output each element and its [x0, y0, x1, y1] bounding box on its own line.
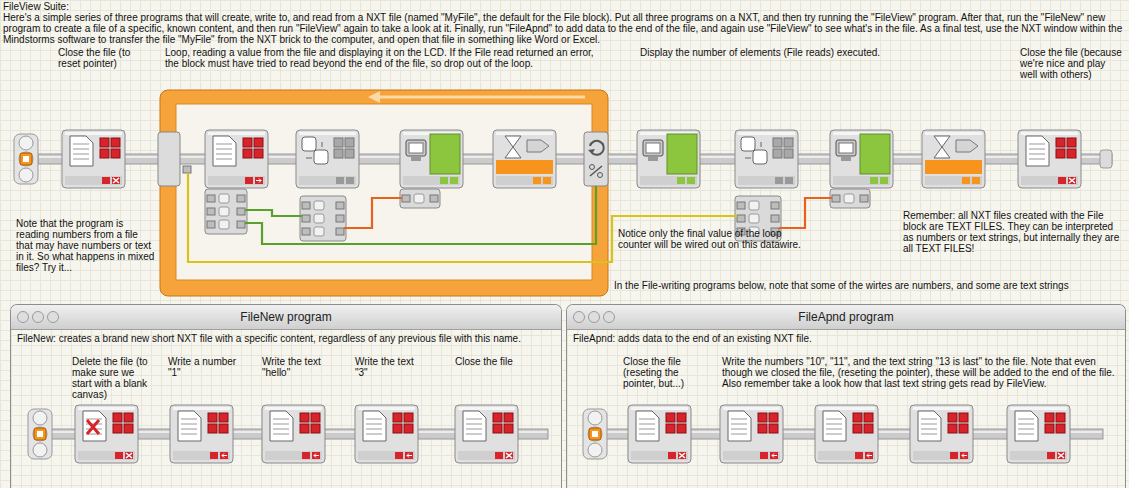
- loop-frame: [160, 90, 608, 296]
- file-block: [815, 405, 878, 463]
- wait-block: [493, 130, 556, 188]
- annotation-note: Write the text "3": [355, 356, 427, 378]
- file-block: [170, 405, 233, 463]
- description-text: Here's a simple series of three programs…: [3, 12, 1125, 45]
- loop-start: [158, 132, 180, 186]
- window-title: FileApnd program: [567, 305, 1125, 330]
- annotation-note: Close the file (reseting the pointer, bu…: [623, 356, 705, 389]
- window-button: [18, 312, 29, 323]
- file-block: [75, 405, 138, 463]
- window-button: [33, 312, 44, 323]
- data-hub: [400, 189, 440, 208]
- window-button: [574, 312, 585, 323]
- window-button: [604, 312, 615, 323]
- window-button: [48, 312, 59, 323]
- page-title: FileView Suite:: [3, 1, 69, 12]
- annotation-note: Delete the file (to make sure we start w…: [72, 356, 150, 400]
- annotation-note: Write a number "1": [168, 356, 240, 378]
- data-wire: [245, 210, 302, 216]
- window-button: [589, 312, 600, 323]
- window-title: FileNew program: [11, 305, 561, 330]
- data-wire: [779, 198, 832, 228]
- data-wire: [344, 198, 402, 228]
- start-point: [14, 134, 38, 184]
- file-block: [720, 405, 783, 463]
- loop-arrow-line: [378, 96, 585, 99]
- annotation-note: Remember: all NXT files created with the…: [903, 210, 1123, 254]
- file-block: [910, 405, 973, 463]
- window-button: [589, 312, 600, 323]
- loop-counter-plug: [183, 166, 191, 173]
- wait-block: [922, 130, 985, 188]
- data-hub: [830, 189, 870, 208]
- annotation-note: Loop, reading a value from the file and …: [165, 47, 605, 69]
- file-block: [1018, 130, 1081, 188]
- file-block: [455, 405, 518, 463]
- annotation-note: Note that the program is reading numbers…: [16, 218, 156, 273]
- num-block: [296, 130, 359, 188]
- window-buttons: [567, 305, 617, 329]
- annotation-note: Close the file: [455, 356, 527, 367]
- num-block: [735, 130, 798, 188]
- window-program-drawing: [567, 305, 1126, 488]
- window-button: [574, 312, 585, 323]
- loop-interior: [176, 104, 592, 280]
- disp-block: [637, 130, 700, 188]
- data-hub: [205, 189, 247, 234]
- program-window: FileApnd programFileApnd: adds data to t…: [566, 304, 1126, 488]
- annotation-note: Display the number of elements (File rea…: [640, 47, 940, 58]
- annotation-note: Close the file (because we're nice and p…: [1020, 47, 1125, 80]
- window-description: FileNew: creates a brand new short NXT f…: [11, 330, 561, 344]
- annotation-note: In the File-writing programs below, note…: [614, 280, 1124, 291]
- disp-block: [830, 130, 893, 188]
- data-wire: [245, 186, 596, 244]
- window-button: [33, 312, 44, 323]
- loop-end: [584, 132, 608, 186]
- annotation-note: Close the file (to reset pointer): [58, 47, 148, 69]
- beam-end: [1100, 150, 1112, 168]
- window-button: [48, 312, 59, 323]
- window-description: FileApnd: adds data to the end of an exi…: [567, 330, 1125, 344]
- disp-block: [400, 130, 463, 188]
- file-block: [628, 405, 691, 463]
- annotation-note: Write the numbers "10", "11", and the te…: [722, 356, 1117, 389]
- window-buttons: [11, 305, 61, 329]
- window-button: [18, 312, 29, 323]
- start-point: [583, 409, 607, 459]
- start-point: [28, 409, 52, 459]
- loop-arrowhead: [368, 91, 380, 103]
- file-block: [205, 130, 268, 188]
- annotation-note: Notice only the final value of the loop …: [618, 228, 803, 250]
- annotation-note: Write the text "hello": [262, 356, 334, 378]
- file-block: [62, 130, 125, 188]
- data-hub: [300, 196, 346, 241]
- file-block: [1007, 405, 1070, 463]
- file-block: [355, 405, 418, 463]
- file-block: [262, 405, 325, 463]
- window-button: [604, 312, 615, 323]
